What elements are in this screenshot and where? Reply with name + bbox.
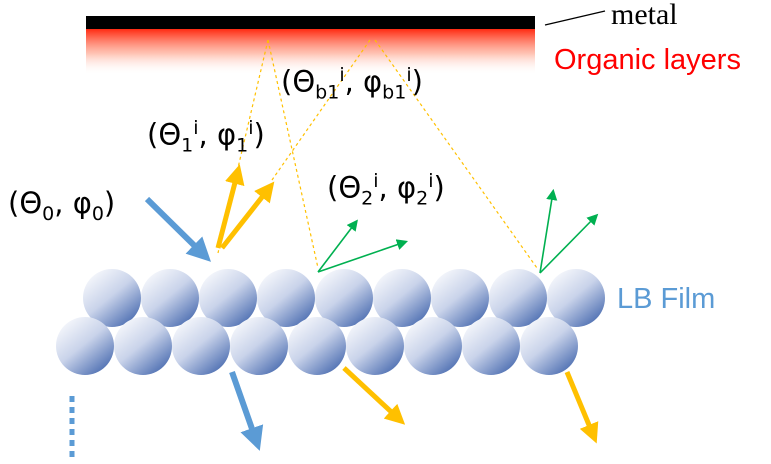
organic-layers-label: Organic layers (554, 44, 741, 76)
scatter-arrows (317, 188, 599, 274)
lb-sphere (373, 269, 431, 327)
phi-symbol: φ (363, 64, 383, 99)
lb-sphere (230, 317, 288, 375)
lb-sphere (172, 317, 230, 375)
phi-symbol: φ (216, 117, 237, 152)
phi-subscript: b1 (382, 81, 407, 104)
phi-subscript: 2 (416, 187, 429, 210)
theta-symbol: Θ (19, 186, 43, 220)
incident-angle-label: (Θ0, φ0) (8, 186, 116, 225)
lb-sphere (114, 317, 172, 375)
transmitted-arrow (342, 366, 406, 425)
scatter-arrow (317, 239, 409, 273)
theta-symbol: Θ (338, 170, 362, 205)
lb-sphere (346, 317, 404, 375)
lb-sphere (547, 269, 605, 327)
scattered-angle-label: (Θ2i, φ2i) (327, 170, 445, 210)
theta-superscript: i (193, 117, 199, 139)
scatter-arrow (539, 213, 599, 274)
lb-sphere (141, 269, 199, 327)
lb-sphere (315, 269, 373, 327)
reflected-angle-label: (Θ1i, φ1i) (147, 117, 265, 157)
lb-sphere (56, 317, 114, 375)
lb-sphere (404, 317, 462, 375)
scatter-arrow (539, 188, 558, 274)
metal-leader-line (544, 10, 606, 26)
metal-label: metal (611, 0, 678, 31)
phi-symbol: φ (72, 186, 92, 220)
lb-sphere (288, 317, 346, 375)
theta-subscript: b1 (315, 81, 340, 104)
phi-superscript: i (428, 170, 434, 192)
lb-sphere (462, 317, 520, 375)
lb-sphere (431, 269, 489, 327)
transmitted-arrow (229, 371, 264, 451)
lb-film (56, 269, 605, 375)
scatter-arrow (317, 219, 358, 273)
guide-line (374, 39, 538, 269)
incident-arrow (144, 196, 211, 262)
lb-sphere (520, 317, 578, 375)
guide-line (267, 39, 319, 269)
lb-sphere (257, 269, 315, 327)
organic-layer (86, 27, 535, 75)
lb-film-label: LB Film (617, 283, 716, 315)
phi-superscript: i (248, 117, 254, 139)
metal-layer (86, 16, 535, 29)
theta-subscript: 1 (181, 134, 194, 157)
phi-subscript: 1 (236, 134, 249, 157)
theta-subscript: 2 (361, 187, 374, 210)
phi-subscript: 0 (91, 202, 104, 225)
back-reflected-angle-label: (Θb1i, φb1i) (281, 64, 423, 104)
phi-symbol: φ (396, 170, 417, 205)
theta-superscript: i (339, 64, 345, 86)
theta-subscript: 0 (42, 202, 55, 225)
theta-superscript: i (373, 170, 379, 192)
reflected-arrow (215, 164, 245, 249)
phi-superscript: i (406, 64, 412, 86)
theta-symbol: Θ (158, 117, 182, 152)
lb-sphere (199, 269, 257, 327)
lb-sphere (83, 269, 141, 327)
transmitted-arrow (564, 371, 599, 444)
lb-sphere (489, 269, 547, 327)
reflected-arrow (220, 181, 275, 250)
theta-symbol: Θ (292, 64, 316, 99)
guide-line (271, 39, 371, 181)
